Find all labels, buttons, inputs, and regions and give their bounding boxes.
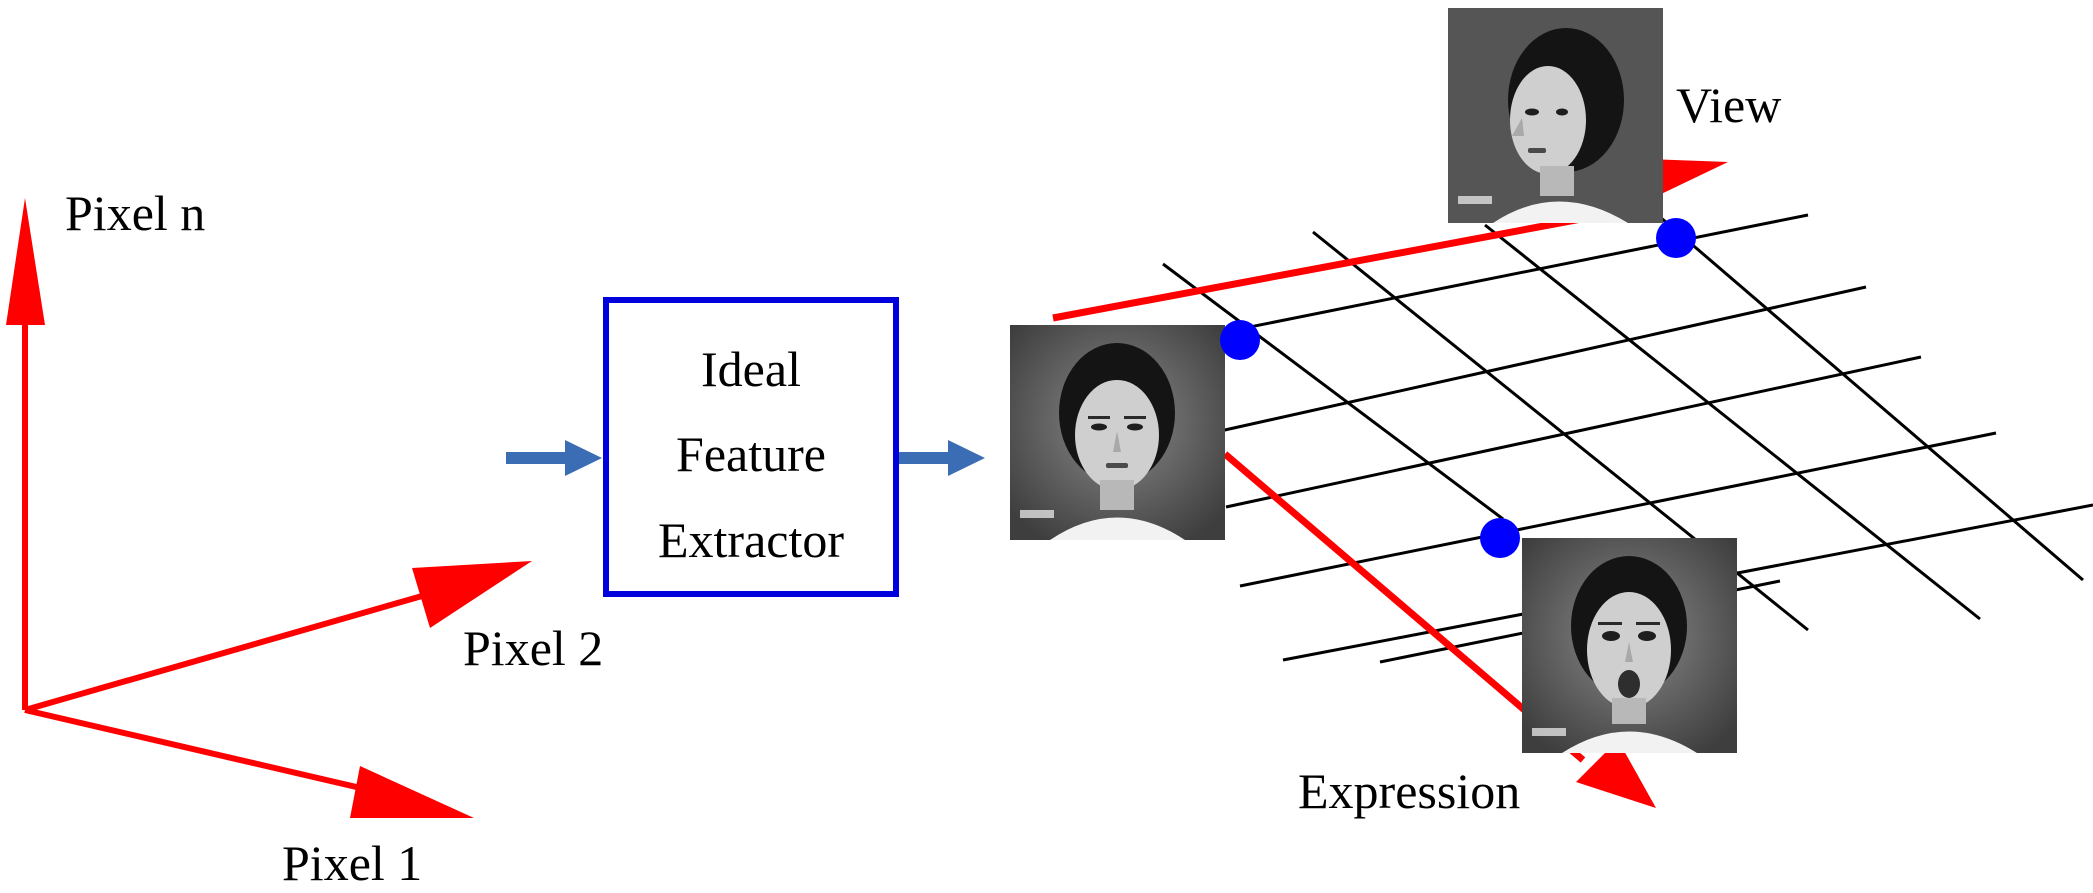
grid-line [1179, 285, 1867, 442]
pixel-axes: Pixel n Pixel 2 Pixel 1 [6, 185, 603, 891]
grid-line [1225, 355, 1922, 509]
pixel-2-label: Pixel 2 [463, 620, 603, 676]
output-flow-arrow [899, 440, 985, 476]
pixel-n-arrowhead [6, 198, 45, 325]
view-axis-line [1052, 204, 1641, 322]
pixel-1-arrowhead [350, 766, 474, 818]
pixel-2-arrowhead [412, 561, 532, 628]
input-flow-arrow [506, 440, 602, 476]
expression-label: Expression [1298, 763, 1520, 819]
face-image-view [1448, 8, 1663, 223]
feature-extractor-line-3: Extractor [658, 512, 844, 568]
pixel-1-label: Pixel 1 [282, 835, 422, 891]
grid-line [1659, 215, 2084, 582]
pixel-n-label: Pixel n [65, 185, 205, 241]
feature-extractor-line-2: Feature [676, 426, 826, 482]
feature-extractor: Ideal Feature Extractor [506, 297, 985, 597]
face-image-neutral [1010, 325, 1225, 540]
manifold-points [1220, 218, 1696, 558]
grid-line [1162, 262, 1504, 521]
manifold-point [1220, 320, 1260, 360]
pixel-2-axis-line [24, 585, 451, 713]
manifold-point [1656, 218, 1696, 258]
pixel-1-axis-line [24, 707, 396, 799]
grid-line [1159, 213, 1809, 347]
face-image-expression [1522, 538, 1737, 753]
feature-extractor-line-1: Ideal [701, 341, 801, 397]
feature-extractor-box [603, 297, 899, 597]
view-label: View [1676, 77, 1781, 133]
grid-line [1484, 223, 1981, 621]
manifold-point [1480, 518, 1520, 558]
expression-axis-arrowhead [1576, 740, 1656, 808]
grid-line [1239, 431, 1997, 588]
